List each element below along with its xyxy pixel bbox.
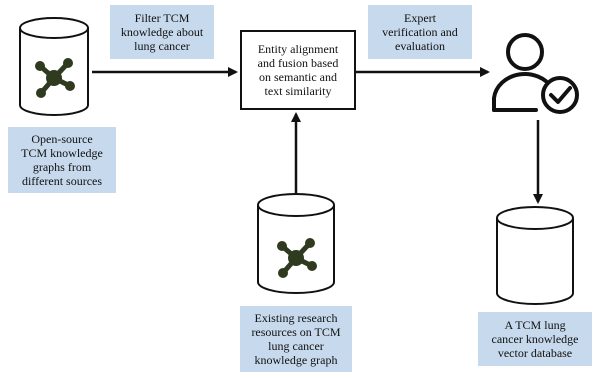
text-line: different sources [21,174,103,188]
vector-database-label: A TCM lung cancer knowledge vector datab… [478,312,592,366]
text-line: text similarity [264,84,332,98]
text-line: cancer knowledge [491,332,579,346]
expert-verification-label: Expert verification and evaluation [368,5,472,59]
text-line: evaluation [395,39,445,53]
text-line: vector database [497,346,573,360]
graph-node-icon [277,238,317,278]
text-line: lung cancer [134,39,190,53]
entity-alignment-process-box: Entity alignment and fusion based on sem… [240,30,356,110]
graph-node-icon [35,58,75,98]
text-line: Open-source [31,132,93,146]
text-line: lung cancer [268,339,324,353]
vector-database-icon [496,206,574,305]
text-line: and fusion based [257,56,339,70]
filter-step-label: Filter TCM knowledge about lung cancer [110,5,214,59]
text-line: on semantic and [259,70,337,84]
existing-resources-graph-database-icon [257,193,335,294]
open-source-graph-database-icon [19,17,89,116]
text-line: Filter TCM [134,11,190,25]
text-line: graphs from [32,160,92,174]
existing-resources-label: Existing research resources on TCM lung … [240,306,352,372]
text-line: resources on TCM [251,325,341,339]
text-line: knowledge about [120,25,204,39]
text-line: Entity alignment [257,42,339,56]
text-line: TCM knowledge [21,146,103,160]
open-source-graphs-label: Open-source TCM knowledge graphs from di… [8,127,116,193]
text-line: Existing research [254,311,338,325]
verified-user-icon [492,33,579,114]
text-line: A TCM lung [504,318,566,332]
text-line: knowledge graph [254,353,338,367]
text-line: verification and [382,25,458,39]
text-line: Expert [404,11,436,25]
